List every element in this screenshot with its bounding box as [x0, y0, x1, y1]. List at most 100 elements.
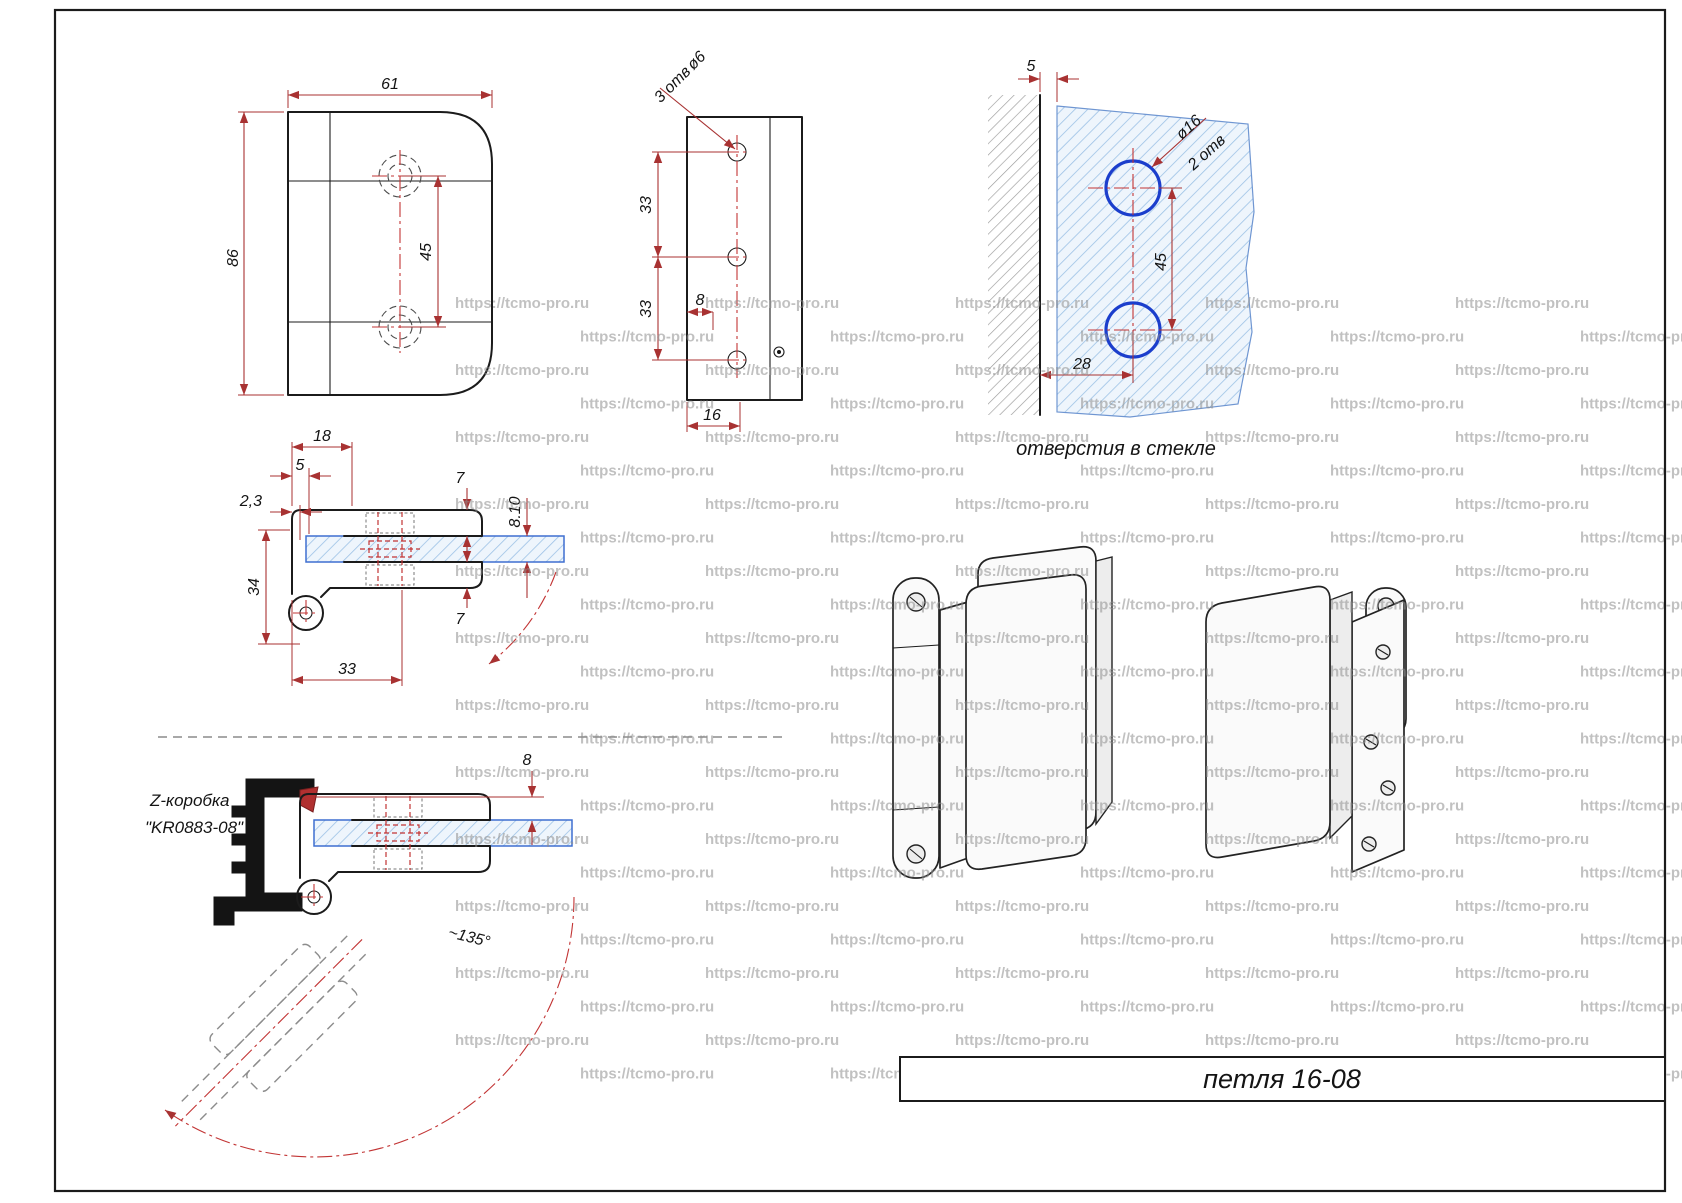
watermark-text: https://tcmo-pro.ru [1205, 898, 1339, 915]
watermark-text: https://tcmo-pro.ru [1580, 932, 1682, 949]
watermark-text: https://tcmo-pro.ru [455, 429, 589, 446]
watermark-text: https://tcmo-pro.ru [1580, 731, 1682, 748]
watermark-text: https://tcmo-pro.ru [830, 329, 964, 346]
watermark-text: https://tcmo-pro.ru [830, 731, 964, 748]
watermark-text: https://tcmo-pro.ru [1080, 463, 1214, 480]
view-caption-glass: отверстия в стекле [1016, 438, 1216, 460]
watermark-text: https://tcmo-pro.ru [1330, 463, 1464, 480]
title-text: петля 16-08 [1203, 1064, 1361, 1094]
watermark-text: https://tcmo-pro.ru [1205, 362, 1339, 379]
watermark-text: https://tcmo-pro.ru [1205, 630, 1339, 647]
watermark-text: https://tcmo-pro.ru [705, 295, 839, 312]
watermark-text: https://tcmo-pro.ru [1455, 563, 1589, 580]
watermark-text: https://tcmo-pro.ru [1080, 731, 1214, 748]
watermark-text: https://tcmo-pro.ru [830, 999, 964, 1016]
dim-side-8: 8 [696, 292, 705, 309]
dim-sec-thickness: 8.10 [507, 496, 524, 527]
watermark-text: https://tcmo-pro.ru [455, 965, 589, 982]
watermark-text: https://tcmo-pro.ru [1205, 496, 1339, 513]
watermark-text: https://tcmo-pro.ru [1455, 1032, 1589, 1049]
watermark-text: https://tcmo-pro.ru [1330, 664, 1464, 681]
dim-side-33b: 33 [638, 300, 655, 318]
watermark-text: https://tcmo-pro.ru [580, 530, 714, 547]
watermark-text: https://tcmo-pro.ru [830, 463, 964, 480]
watermark-text: https://tcmo-pro.ru [455, 295, 589, 312]
swing-arc-large [164, 896, 575, 1158]
swung-door [175, 935, 367, 1127]
drawing-frame [53, 8, 1667, 1193]
watermark-text: https://tcmo-pro.ru [455, 898, 589, 915]
watermark-text: https://tcmo-pro.ru [955, 831, 1089, 848]
watermark-text: https://tcmo-pro.ru [830, 530, 964, 547]
watermark-text: https://tcmo-pro.ru [455, 496, 589, 513]
watermark-text: https://tcmo-pro.ru [705, 831, 839, 848]
watermark-text: https://tcmo-pro.ru [580, 664, 714, 681]
dim-sec-7top: 7 [456, 470, 466, 487]
watermark-text: https://tcmo-pro.ru [955, 496, 1089, 513]
watermark-text: https://tcmo-pro.ru [1580, 664, 1682, 681]
watermark-text: https://tcmo-pro.ru [580, 396, 714, 413]
watermark-text: https://tcmo-pro.ru [1455, 429, 1589, 446]
watermark-text: https://tcmo-pro.ru [1455, 496, 1589, 513]
watermark-text: https://tcmo-pro.ru [1455, 898, 1589, 915]
dim-sec-33: 33 [338, 661, 356, 678]
watermark-text: https://tcmo-pro.ru [955, 697, 1089, 714]
dim-glass-28: 28 [1072, 356, 1091, 373]
watermark-text: https://tcmo-pro.ru [1080, 664, 1214, 681]
watermark-text: https://tcmo-pro.ru [455, 362, 589, 379]
iso-view-left [892, 545, 1113, 879]
watermark-text: https://tcmo-pro.ru [1580, 329, 1682, 346]
watermark-text: https://tcmo-pro.ru [705, 362, 839, 379]
watermark-text: https://tcmo-pro.ru [455, 831, 589, 848]
watermark-text: https://tcmo-pro.ru [955, 362, 1089, 379]
front-view: 61 86 45 [225, 76, 493, 396]
label-zbox-1: Z-коробка [149, 791, 229, 810]
watermark-text: https://tcmo-pro.ru [1580, 999, 1682, 1016]
watermark-text: https://tcmo-pro.ru [1580, 396, 1682, 413]
dim-front-width: 61 [381, 76, 399, 93]
watermark-text: https://tcmo-pro.ru [1330, 999, 1464, 1016]
clamp-plate [1205, 585, 1331, 859]
watermark-text: https://tcmo-pro.ru [1080, 329, 1214, 346]
dim-sec-18: 18 [313, 428, 331, 445]
watermark-text: https://tcmo-pro.ru [580, 798, 714, 815]
watermark-text: https://tcmo-pro.ru [705, 965, 839, 982]
side-screw [773, 346, 785, 358]
watermark-text: https://tcmo-pro.ru [1205, 764, 1339, 781]
watermark-text: https://tcmo-pro.ru [1455, 295, 1589, 312]
watermark-text: https://tcmo-pro.ru [455, 697, 589, 714]
watermark-text: https://tcmo-pro.ru [955, 630, 1089, 647]
watermark-text: https://tcmo-pro.ru [1080, 396, 1214, 413]
watermark-text: https://tcmo-pro.ru [955, 1032, 1089, 1049]
watermark-text: https://tcmo-pro.ru [1205, 295, 1339, 312]
watermark-text: https://tcmo-pro.ru [1455, 630, 1589, 647]
watermark-text: https://tcmo-pro.ru [1455, 697, 1589, 714]
watermark-text: https://tcmo-pro.ru [830, 396, 964, 413]
watermark-text: https://tcmo-pro.ru [1205, 697, 1339, 714]
watermark-text: https://tcmo-pro.ru [1080, 932, 1214, 949]
dim-side-33a: 33 [638, 196, 655, 214]
watermark-text: https://tcmo-pro.ru [830, 798, 964, 815]
watermark-text: https://tcmo-pro.ru [580, 999, 714, 1016]
dim-front-holes: 45 [418, 243, 435, 261]
watermark-text: https://tcmo-pro.ru [1330, 731, 1464, 748]
watermark-text: https://tcmo-pro.ru [1205, 563, 1339, 580]
dim-front-height: 86 [225, 249, 242, 267]
glass-slot [1095, 556, 1113, 827]
watermark-text: https://tcmo-pro.ru [1080, 999, 1214, 1016]
watermark-text: https://tcmo-pro.ru [580, 329, 714, 346]
title-block-box [899, 1056, 1666, 1102]
watermark-text: https://tcmo-pro.ru [580, 463, 714, 480]
wall-hatch [988, 95, 1040, 415]
watermark-text: https://tcmo-pro.ru [955, 563, 1089, 580]
watermark-text: https://tcmo-pro.ru [955, 965, 1089, 982]
watermark-text: https://tcmo-pro.ru [955, 898, 1089, 915]
swing-arc-small [488, 571, 557, 665]
watermark-text: https://tcmo-pro.ru [580, 731, 714, 748]
watermark-text: https://tcmo-pro.ru [1205, 429, 1339, 446]
dim-glass-gap: 5 [1027, 58, 1036, 75]
dim-side-16: 16 [703, 407, 721, 424]
watermark-text: https://tcmo-pro.ru [1455, 831, 1589, 848]
watermark-text: https://tcmo-pro.ru [1330, 865, 1464, 882]
